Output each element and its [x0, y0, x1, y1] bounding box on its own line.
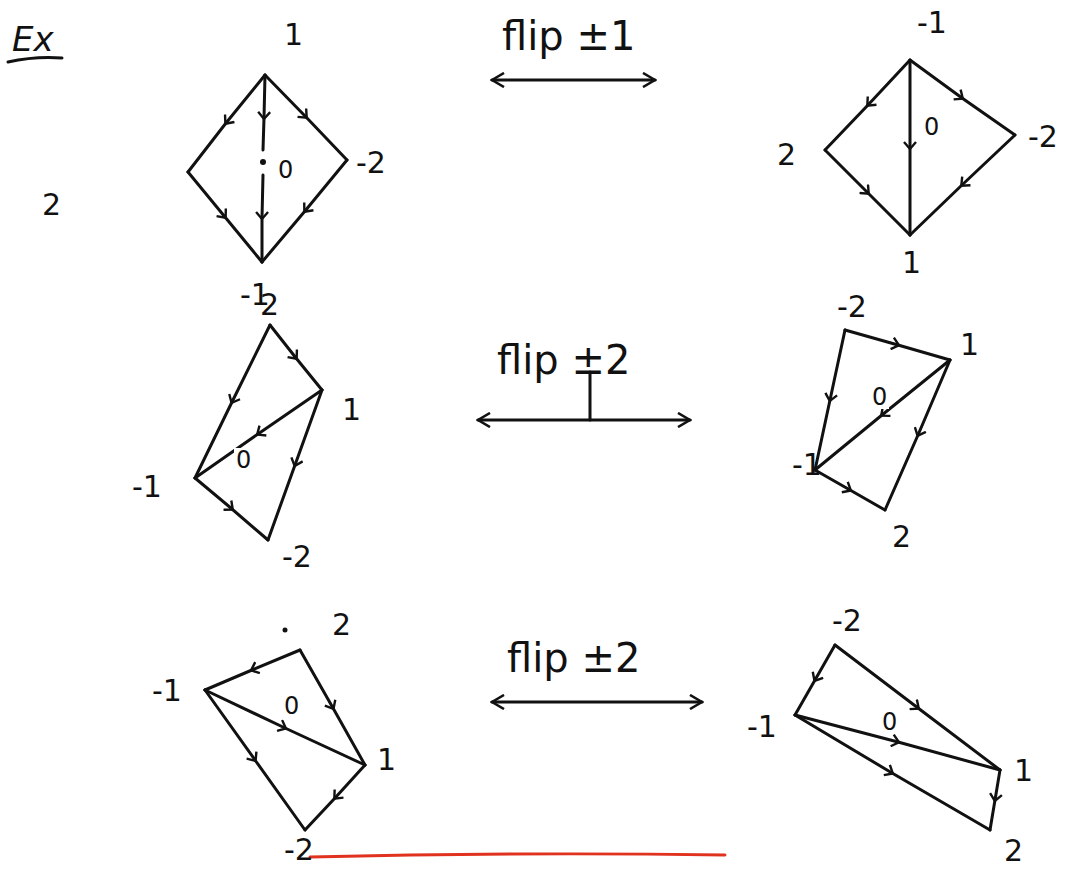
- center-label: 0: [234, 448, 253, 472]
- vertex-label: -2: [354, 148, 388, 178]
- flip-label: flip ±2: [495, 340, 632, 380]
- vertex-label: 2: [258, 290, 281, 320]
- vertex-label: 1: [1012, 756, 1035, 786]
- vertex-label: -1: [150, 676, 184, 706]
- vertex-label: -1: [130, 472, 164, 502]
- vertex-label: -1: [745, 712, 779, 742]
- center-label: 0: [922, 115, 941, 139]
- vertex-label: -1: [790, 450, 824, 480]
- vertex-label: -1: [915, 8, 949, 38]
- vertex-label: 2: [40, 190, 63, 220]
- vertex-label: -2: [835, 292, 869, 322]
- example-title: Ex: [10, 22, 56, 56]
- vertex-label: -2: [1026, 122, 1060, 152]
- flip-label: flip ±2: [505, 638, 642, 678]
- vertex-label: 2: [890, 522, 913, 552]
- center-label: 0: [880, 710, 899, 734]
- vertex-label: -2: [280, 542, 314, 572]
- vertex-label: 2: [775, 140, 798, 170]
- vertex-label: -2: [282, 835, 316, 865]
- vertex-label: 1: [375, 745, 398, 775]
- center-label: 0: [276, 158, 295, 182]
- vertex-label: 2: [330, 610, 353, 640]
- flip-label: flip ±1: [500, 16, 637, 56]
- vertex-label: -2: [830, 606, 864, 636]
- center-label: 0: [870, 385, 889, 409]
- vertex-label: 1: [958, 330, 981, 360]
- vertex-label: 1: [340, 395, 363, 425]
- vertex-label: 2: [1002, 836, 1025, 866]
- center-label: 0: [282, 694, 301, 718]
- vertex-label: 1: [282, 20, 305, 50]
- vertex-label: 1: [900, 248, 923, 278]
